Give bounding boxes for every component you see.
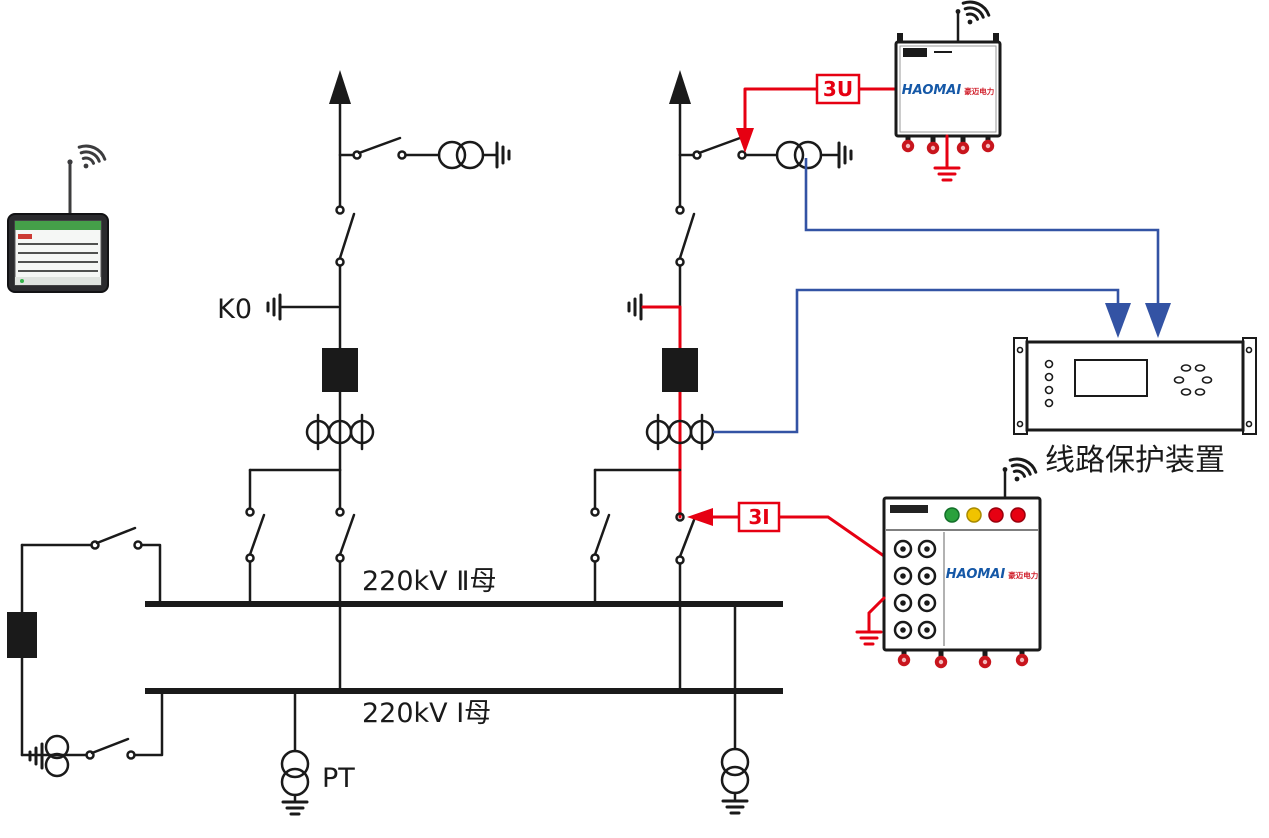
ground-icon bbox=[495, 141, 511, 169]
ground-icon bbox=[855, 630, 883, 646]
bus-pt-left: PT bbox=[280, 692, 355, 816]
voltage-secondary-wire bbox=[804, 158, 1160, 303]
voltage-transformer bbox=[437, 140, 467, 170]
indicator-button-red bbox=[988, 507, 1004, 523]
indicator-button-red bbox=[1010, 507, 1026, 523]
current-transformer bbox=[305, 413, 375, 451]
arrow-down-icon bbox=[736, 128, 754, 153]
feeder-arrow-icon bbox=[329, 70, 351, 104]
ground-icon bbox=[721, 799, 749, 815]
current-injection-wiring: 3I bbox=[687, 501, 886, 558]
ground-icon bbox=[266, 293, 282, 321]
current-injection-tag bbox=[737, 501, 781, 533]
disconnector-switch bbox=[245, 468, 266, 603]
bus-tie-bay bbox=[7, 526, 164, 778]
caster-wheel-icon bbox=[926, 137, 940, 155]
panel-switch bbox=[903, 48, 927, 57]
caster-wheel-icon bbox=[897, 649, 911, 667]
ground-icon bbox=[933, 166, 961, 182]
output-terminal-panel bbox=[893, 539, 937, 640]
busbar-section: 220kV Ⅱ母 220kV Ⅰ母 bbox=[145, 566, 783, 729]
current-secondary-wire bbox=[713, 288, 1120, 434]
wifi-icon bbox=[961, 0, 991, 26]
caster-wheel-icon bbox=[901, 135, 915, 153]
handheld-wireless-controller bbox=[7, 144, 109, 293]
current-injection-tag-label: 3I bbox=[748, 505, 769, 529]
bus-ii-label: 220kV Ⅱ母 bbox=[362, 566, 497, 597]
earth-lead-wire bbox=[867, 596, 886, 632]
disconnector-switch bbox=[335, 468, 356, 690]
circuit-breaker bbox=[662, 348, 698, 392]
disconnector-switch bbox=[675, 205, 696, 267]
circuit-breaker bbox=[322, 348, 358, 392]
disconnector-switch bbox=[20, 526, 162, 603]
circuit-breaker bbox=[7, 612, 37, 658]
voltage-injection-tag bbox=[815, 73, 861, 105]
line-protection-relay: 线路保护装置 bbox=[1013, 337, 1257, 478]
arrow-down-icon bbox=[1145, 303, 1171, 338]
disconnector-switch bbox=[675, 512, 696, 690]
caster-wheel-icon bbox=[981, 135, 995, 153]
caster-wheel-icon bbox=[978, 651, 992, 669]
protection-device-label: 线路保护装置 bbox=[1045, 443, 1225, 478]
voltage-injection-wiring: 3U bbox=[736, 73, 899, 153]
disconnector-switch bbox=[590, 468, 611, 603]
pt-label: PT bbox=[322, 763, 355, 794]
k0-earth-branch: K0 bbox=[217, 293, 340, 325]
bus-i-label: 220kV Ⅰ母 bbox=[362, 698, 491, 729]
relay-keypad bbox=[1173, 364, 1213, 396]
ground-icon bbox=[281, 800, 309, 816]
arrow-left-icon bbox=[687, 508, 713, 526]
wifi-icon bbox=[1008, 457, 1038, 483]
indicator-button-green bbox=[944, 507, 960, 523]
caster-wheel-icon bbox=[934, 651, 948, 669]
feeder-bay-left: K0 bbox=[217, 70, 511, 690]
relay-display bbox=[1074, 359, 1148, 397]
status-led-column bbox=[1044, 359, 1054, 408]
panel-handle bbox=[890, 505, 928, 513]
disconnector-switch bbox=[335, 205, 356, 267]
line-voltage-transformer-branch bbox=[678, 136, 853, 170]
secondary-wiring bbox=[713, 158, 1171, 434]
bus-pt-right bbox=[720, 605, 750, 815]
cart-body bbox=[882, 496, 1042, 652]
output-socket bbox=[893, 539, 937, 640]
ground-icon bbox=[837, 141, 853, 169]
voltage-injection-tag-label: 3U bbox=[823, 77, 853, 101]
line-voltage-transformer-branch bbox=[338, 136, 511, 170]
caster-wheel-icon bbox=[1015, 649, 1029, 667]
wifi-icon bbox=[77, 144, 107, 170]
bus-voltage-transformer bbox=[28, 734, 70, 778]
indicator-button-yellow bbox=[966, 507, 982, 523]
ground-icon bbox=[627, 293, 643, 321]
feeder-arrow-icon bbox=[669, 70, 691, 104]
k0-label: K0 bbox=[217, 294, 252, 325]
disconnector-switch bbox=[697, 136, 742, 155]
feeder-bay-under-test bbox=[590, 70, 853, 690]
voltage-transformer bbox=[775, 140, 805, 170]
caster-wheel-icon bbox=[956, 137, 970, 155]
arrow-down-icon bbox=[1105, 303, 1131, 338]
disconnector-switch bbox=[357, 136, 402, 155]
tablet-screen bbox=[14, 220, 102, 286]
